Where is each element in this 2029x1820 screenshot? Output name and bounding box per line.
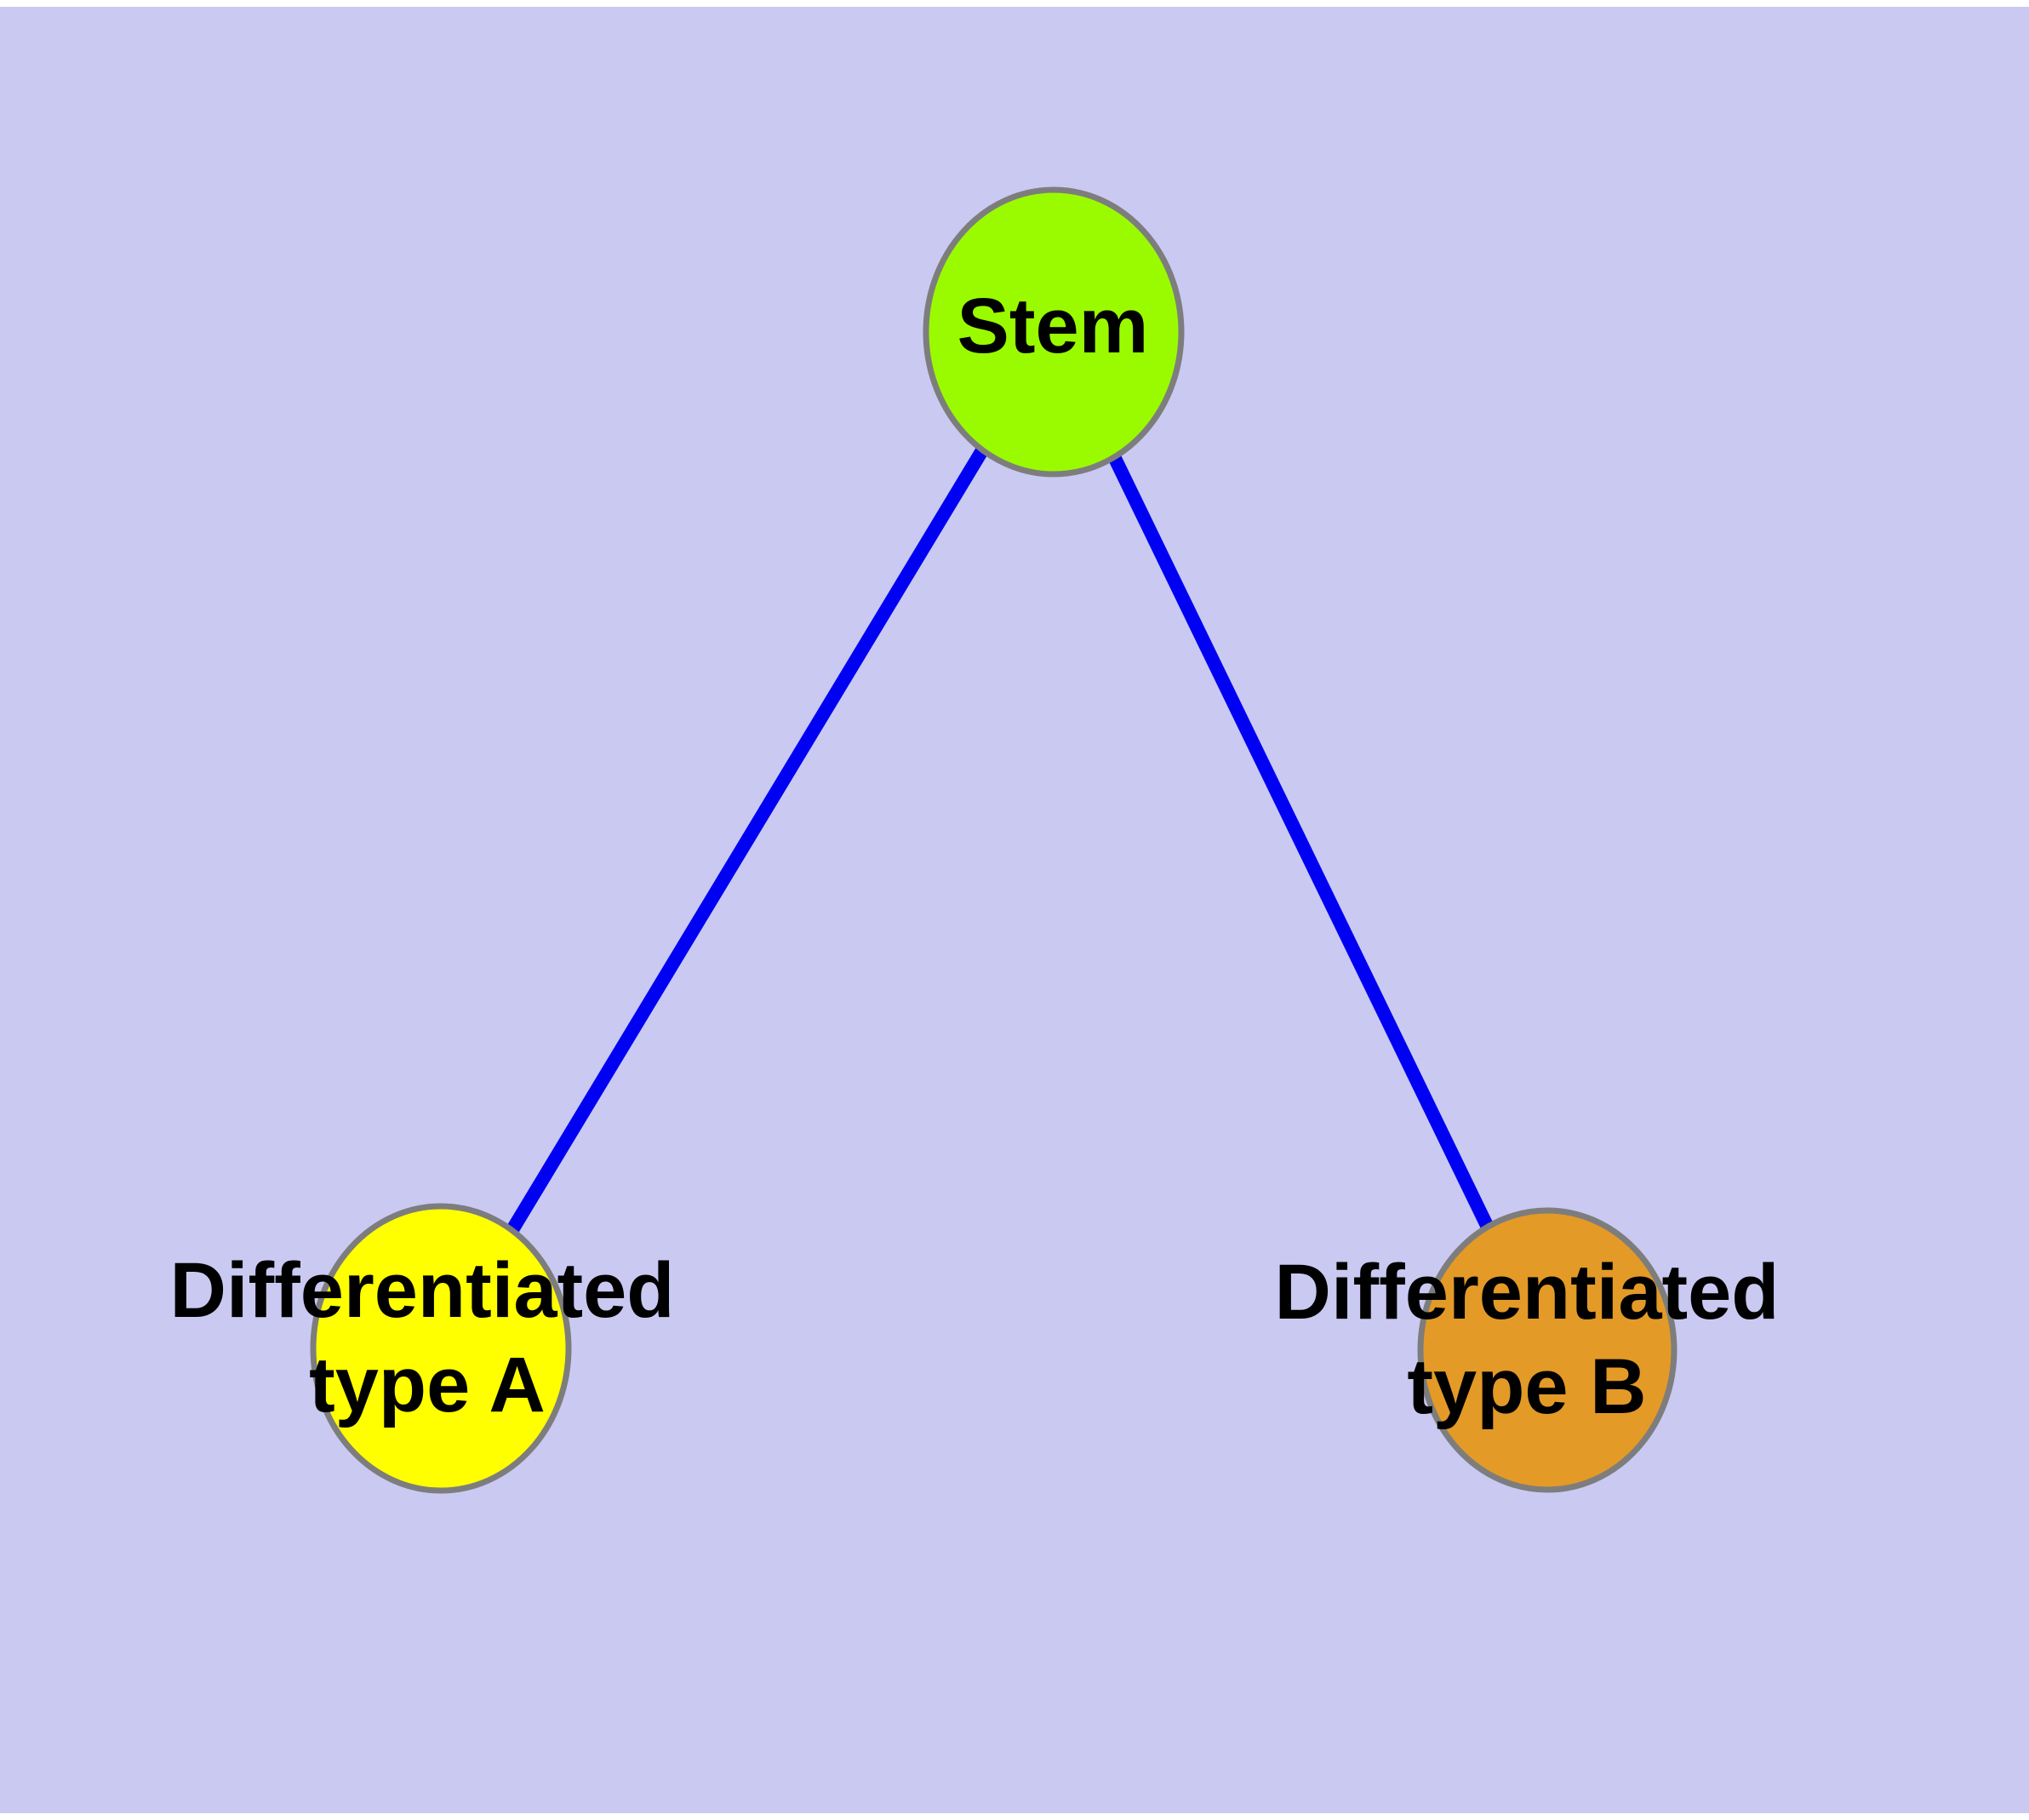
type-a-label-line2: type A (309, 1342, 546, 1428)
differentiated-type-b-node (1417, 1207, 1677, 1493)
type-b-label-line2: type B (1407, 1343, 1646, 1430)
type-a-label-line1: Differentiated (170, 1247, 675, 1334)
differentiated-type-a-node (310, 1203, 572, 1494)
edge-stem-to-type-a (435, 328, 1060, 1353)
type-b-label-line1: Differentiated (1275, 1249, 1780, 1336)
stem-node (923, 186, 1185, 478)
edge-stem-to-type-b (1047, 329, 1554, 1354)
stem-node-label: Stem (957, 283, 1149, 369)
